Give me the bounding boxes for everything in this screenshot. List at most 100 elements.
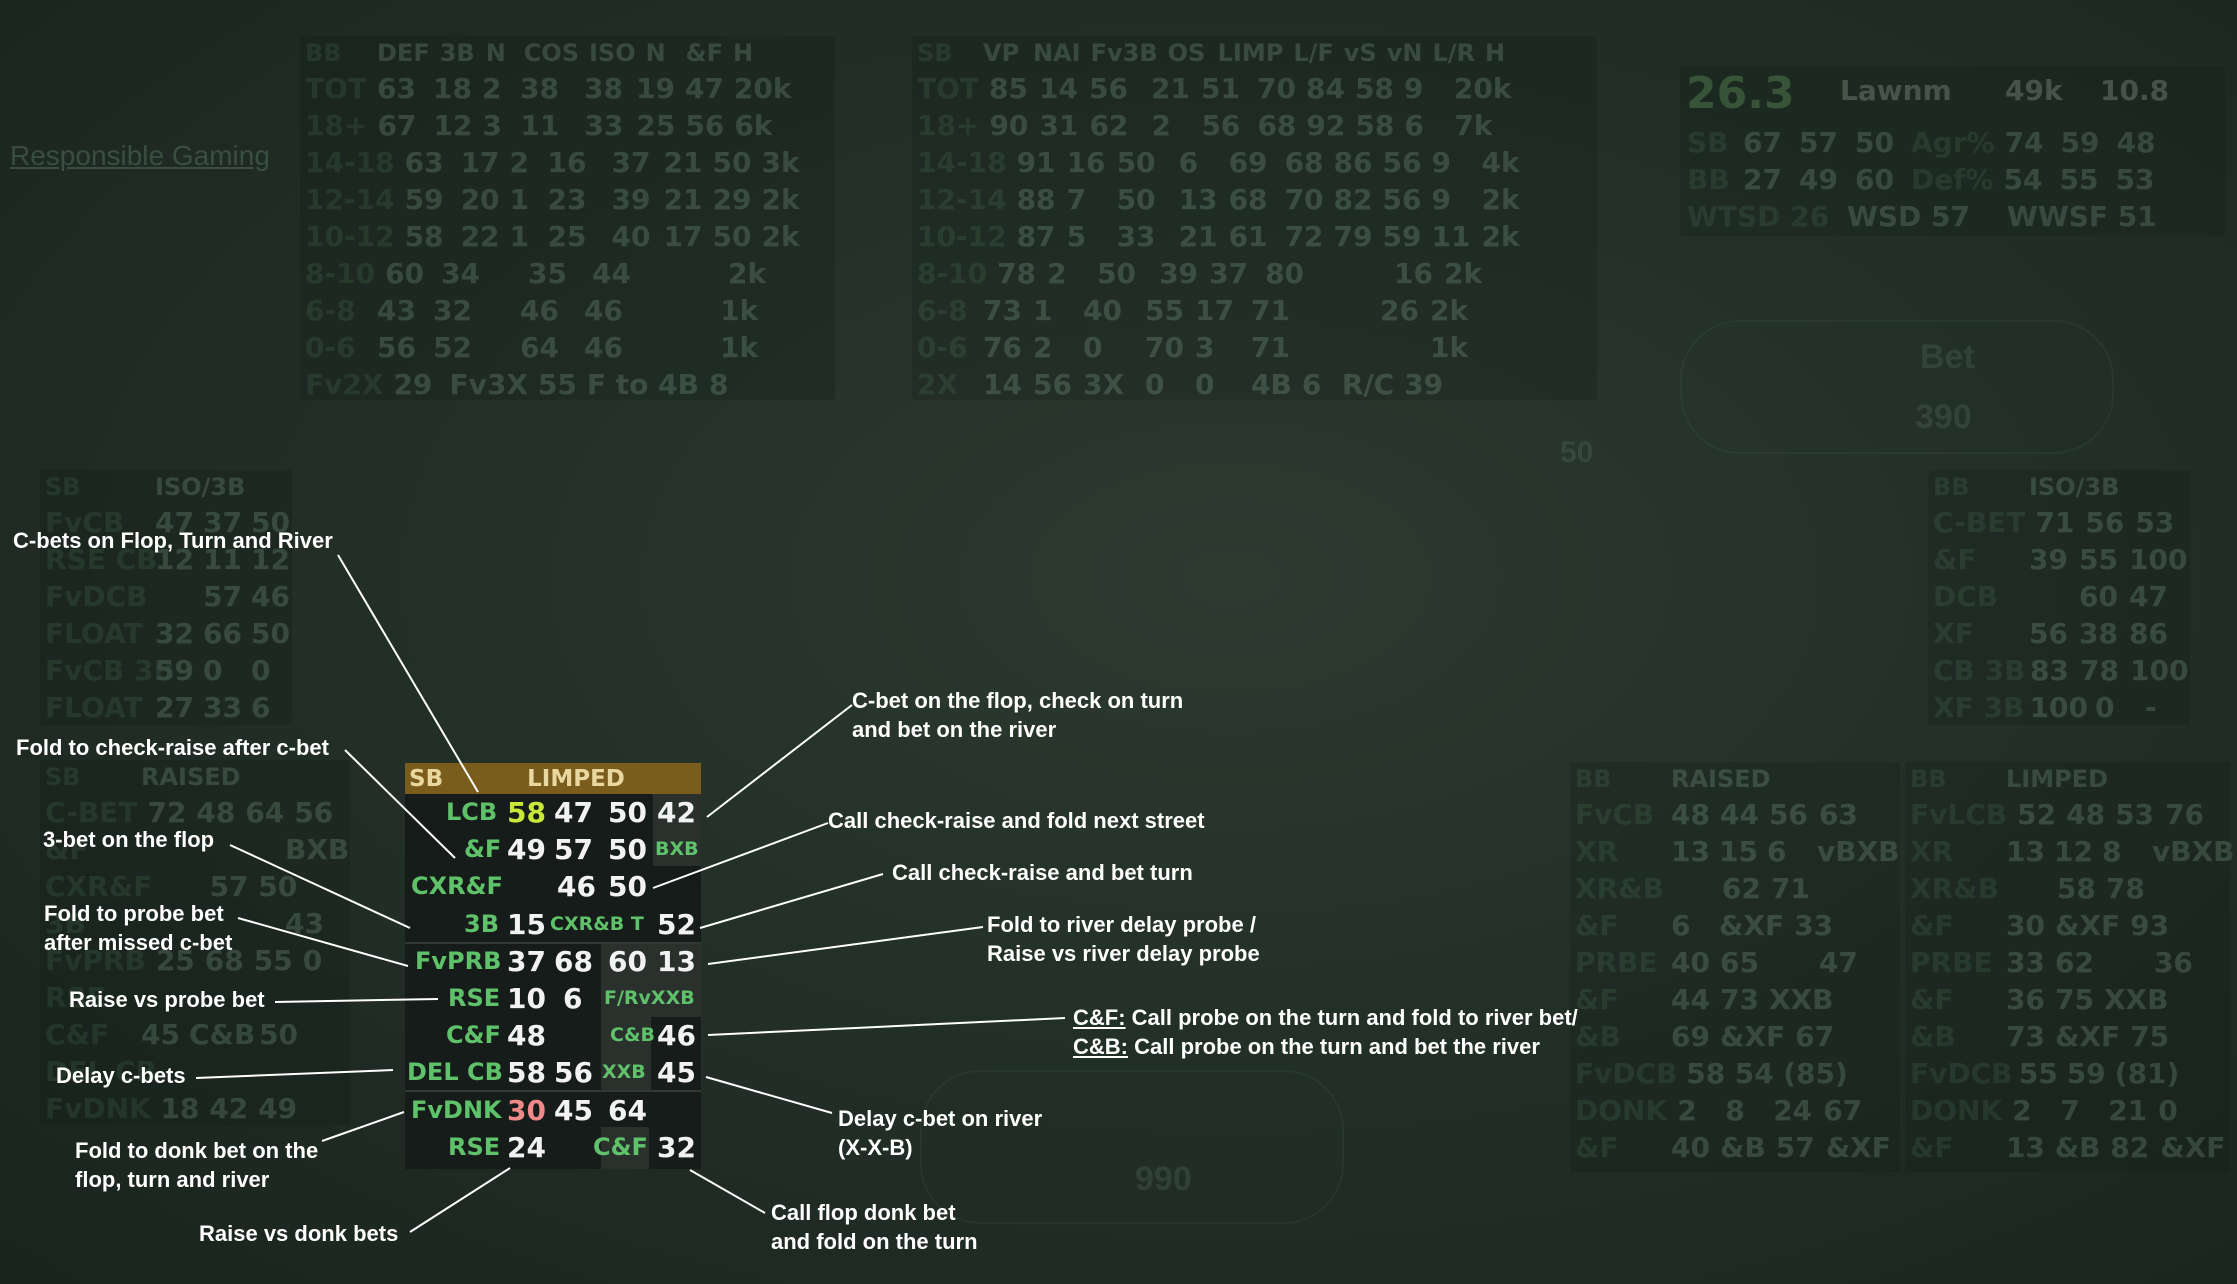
annotation-fold-probe-line2: after missed c-bet [44, 930, 233, 955]
stats-cell: CXR&F [45, 870, 153, 903]
stats-cell: 0 [302, 944, 323, 977]
stats-cell: 79 [1333, 220, 1373, 253]
stats-cell: 10-12 [917, 220, 1007, 253]
stats-cell: SB [1687, 126, 1729, 159]
stats-cell: BXB [285, 833, 350, 866]
stats-cell: 47 [155, 506, 194, 539]
stats-cell: 46 [583, 294, 623, 327]
annotation-cf-text: Call probe on the turn and fold to river… [1125, 1005, 1578, 1030]
stats-cell: 86 [1333, 146, 1373, 179]
stats-cell: 14-18 [305, 146, 395, 179]
annotation-fold-donk: Fold to donk bet on the flop, turn and r… [75, 1136, 318, 1194]
annotation-raise-donk: Raise vs donk bets [199, 1221, 399, 1246]
stats-cell: 50 [1097, 257, 1137, 290]
stats-cell: 67 [377, 109, 417, 142]
annotation-xxb: Delay c-bet on river (X-X-B) [838, 1104, 1042, 1162]
stats-cell: 50 [712, 220, 752, 253]
value: 50 [608, 833, 647, 867]
hud-header-position: SB [409, 765, 444, 792]
stats-cell: 70 [1257, 72, 1296, 105]
stats-cell: 20k [733, 72, 792, 105]
stats-cell: (85) [1783, 1057, 1848, 1090]
value: 56 [554, 1056, 593, 1090]
pot-value: 990 [1135, 1160, 1192, 1198]
hud-shade [601, 1016, 651, 1092]
stats-cell: 43 [377, 294, 416, 327]
stats-cell: &F [45, 833, 89, 866]
stats-cell: 100 [2029, 691, 2089, 724]
stats-cell: 82 [1333, 183, 1373, 216]
stats-cell: 2 [509, 146, 530, 179]
stats-cell: 50 [1116, 146, 1156, 179]
stats-cell: 8 [2102, 835, 2122, 868]
stats-cell: 74 [2004, 126, 2044, 159]
stats-cell: 21 [2108, 1094, 2148, 1127]
stats-cell: 78 [997, 257, 1037, 290]
stats-cell: 15 [1719, 835, 1758, 868]
stats-cell: 18+ [917, 109, 980, 142]
annotation-cxrf: Call check-raise and fold next street [828, 808, 1205, 833]
stats-cell: Def% [1911, 163, 1994, 196]
annotation-cf-cb: C&F: Call probe on the turn and fold to … [1073, 1003, 1578, 1061]
stats-cell: 63 [404, 146, 444, 179]
stats-cell: 46 [519, 294, 559, 327]
stats-cell: vS [1343, 39, 1377, 67]
value: 32 [657, 1130, 696, 1164]
stats-cell: 2X [917, 368, 959, 401]
stats-cell: 56 [294, 796, 334, 829]
label-3b: 3B [464, 909, 499, 938]
label-bxb: BXB [655, 838, 699, 861]
annotation-fold-check-raise: Fold to check-raise after c-bet [16, 735, 329, 760]
stats-cell: 50 [1855, 126, 1894, 159]
stats-cell: 33 [1794, 909, 1834, 942]
stats-cell: 16 [1394, 257, 1434, 290]
stats-cell: &B [1719, 1131, 1766, 1164]
stats-cell: CB 3B [1933, 654, 2026, 687]
stats-cell: FvCB 3B [45, 654, 175, 687]
stats-cell: 52 [433, 331, 472, 364]
stats-cell: 7 [2060, 1094, 2080, 1127]
stats-cell: 88 [1016, 183, 1056, 216]
stats-cell: 84 [1305, 72, 1345, 105]
stats-cell: 57 [203, 580, 242, 613]
stats-cell: FvDCB [1575, 1057, 1678, 1090]
responsible-gaming-link[interactable]: Responsible Gaming [10, 140, 270, 171]
stats-cell: 48 [1671, 798, 1710, 831]
stats-cell: 2 [1151, 109, 1171, 142]
stats-cell: 1 [1033, 294, 1053, 327]
hud-row-fvprb: FvPRB 37 68 60 13 [405, 943, 701, 980]
stats-cell: 10-12 [305, 220, 395, 253]
stats-cell: 0 [1195, 368, 1215, 401]
stats-cell: 50 [251, 617, 290, 650]
hud-row-delcb: DEL CB 58 56 XXB 45 [405, 1054, 701, 1091]
stats-cell: 16 [1066, 146, 1106, 179]
annotation-donk-call: Call flop donk bet and fold on the turn [771, 1198, 978, 1256]
stats-cell: 0 [2158, 1094, 2178, 1127]
stats-cell: 49 [258, 1092, 298, 1125]
annotation-donk-call-line2: and fold on the turn [771, 1229, 978, 1254]
stats-cell: 12 [155, 543, 194, 576]
stats-cell: 60 [1855, 163, 1894, 196]
stats-cell: 62 [2054, 946, 2094, 979]
stats-cell: 68 [204, 944, 244, 977]
stats-cell: Fv3X [449, 368, 528, 401]
pot-pill [920, 1070, 1344, 1224]
annotation-river-probe: Fold to river delay probe / Raise vs riv… [987, 910, 1260, 968]
stats-cell: 49 [1799, 163, 1838, 196]
